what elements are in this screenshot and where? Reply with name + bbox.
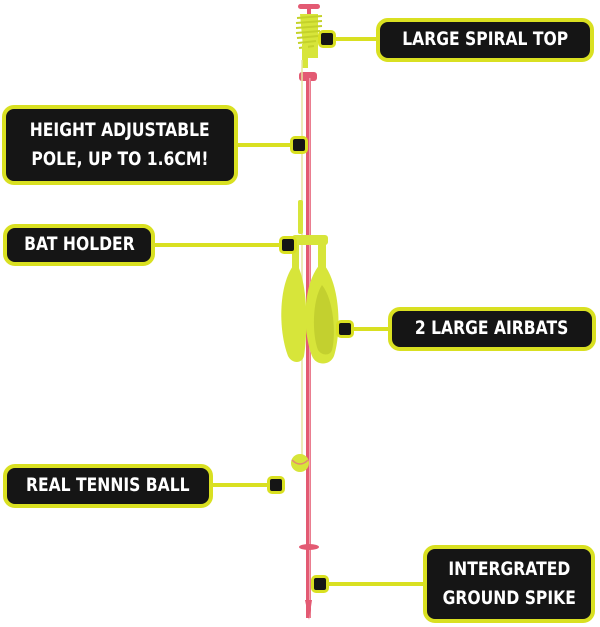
callout-connector-pole [236,143,292,147]
callout-connector-tennis-ball [211,483,269,487]
ground-spike-tip [305,600,312,620]
callout-connector-spiral-top [334,37,380,41]
tennis-ball-icon [291,454,309,472]
callout-label-pole: HEIGHT ADJUSTABLE POLE, UP TO 1.6CM! [2,105,238,185]
callout-text-line-2: GROUND SPIKE [442,587,576,609]
callout-connector-bat-holder [153,243,281,247]
callout-node-bat-holder [279,236,297,254]
callout-label-bat-holder: BAT HOLDER [3,224,155,266]
callout-text-line-1: INTERGRATED [448,557,570,580]
callout-text: LARGE SPIRAL TOP [402,28,568,51]
callout-text-line-1: HEIGHT ADJUSTABLE [30,118,210,141]
callout-text: BAT HOLDER [23,233,135,256]
callout-label-airbats: 2 LARGE AIRBATS [388,307,596,351]
callout-text: 2 LARGE AIRBATS [415,317,569,340]
pole-icon [306,78,311,618]
callout-connector-ground-spike [327,582,427,586]
spiral-top-icon [295,4,323,81]
ground-spike-flange [299,544,319,550]
callout-connector-airbats [352,327,392,331]
callout-node-tennis-ball [267,476,285,494]
callout-label-tennis-ball: REAL TENNIS BALL [3,464,213,508]
callout-text-line-2: POLE, UP TO 1.6CM! [31,148,209,170]
callout-label-spiral-top: LARGE SPIRAL TOP [376,18,594,62]
callout-label-ground-spike: INTERGRATED GROUND SPIKE [423,545,595,623]
airbats-icon [281,236,339,364]
callout-text: REAL TENNIS BALL [26,474,190,497]
callout-node-pole [290,136,308,154]
